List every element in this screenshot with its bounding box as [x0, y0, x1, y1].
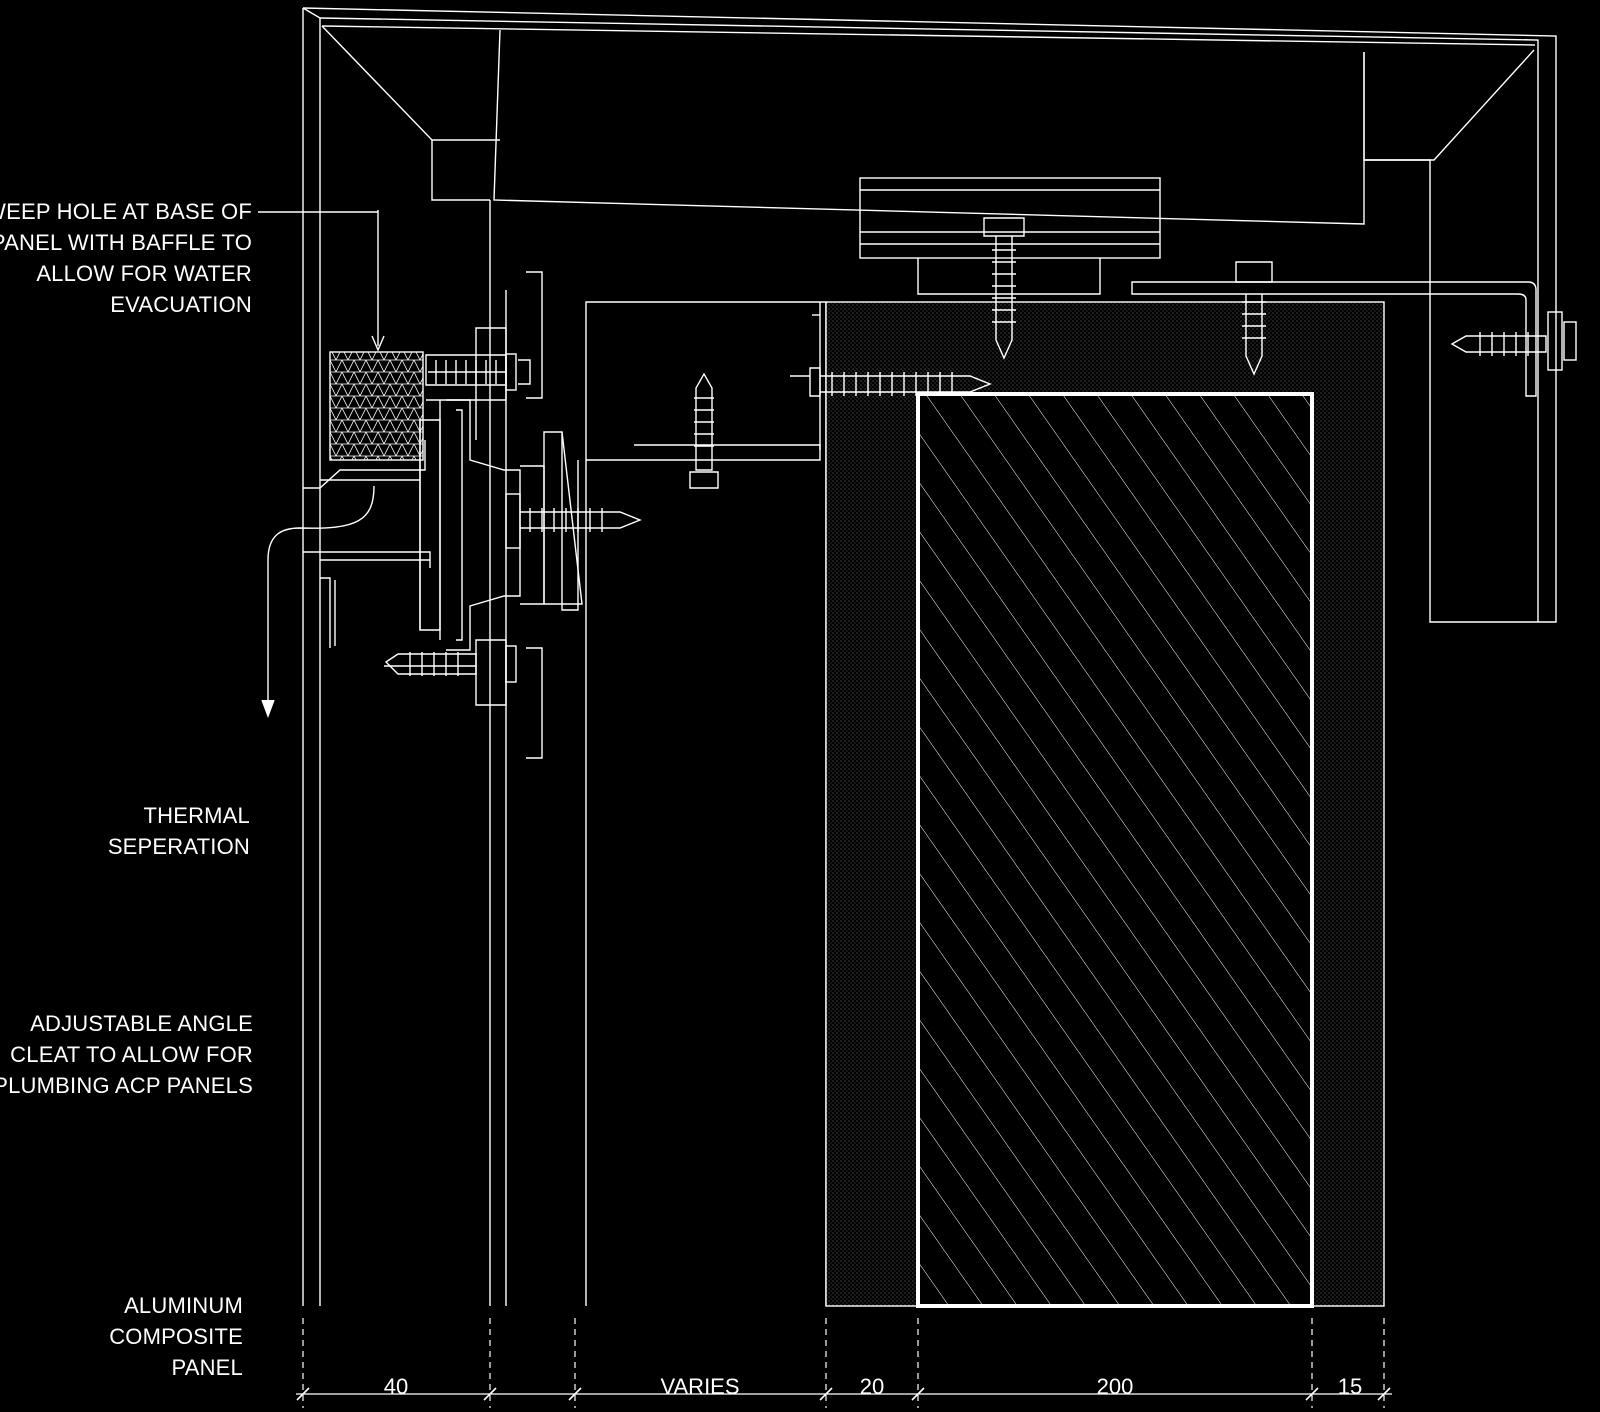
coping-inner	[319, 17, 1539, 622]
dimension-40: 40	[383, 1374, 409, 1399]
label-angle-cleat: ADJUSTABLE ANGLE CLEAT TO ALLOW FOR PLUM…	[0, 1011, 253, 1098]
dimension-200: 200	[1096, 1374, 1134, 1399]
left-panel-return	[303, 440, 426, 489]
purlin	[859, 177, 1161, 259]
dimension-20: 20	[859, 1374, 885, 1399]
label-thermal-separation: THERMAL SEPERATION	[107, 803, 250, 859]
gasket	[329, 351, 424, 461]
label-weep-hole: WEEP HOLE AT BASE OF PANEL WITH BAFFLE T…	[0, 199, 252, 317]
dimension-varies: VARIES	[660, 1374, 740, 1399]
dimension-15: 15	[1337, 1374, 1363, 1399]
label-acp: ALUMINUM COMPOSITE PANEL	[109, 1293, 243, 1380]
coping-inner-2	[321, 25, 1536, 46]
